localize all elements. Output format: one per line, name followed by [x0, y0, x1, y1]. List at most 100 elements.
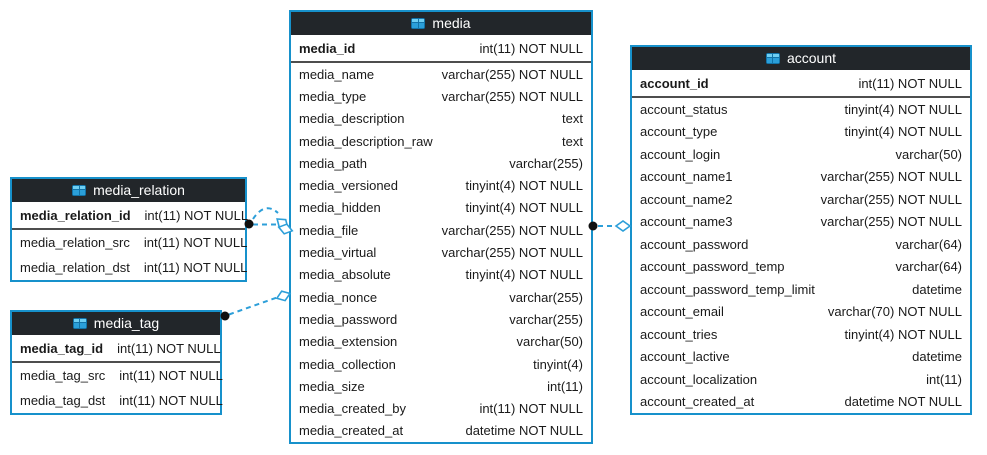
table-header[interactable]: account: [632, 47, 970, 70]
column-row: media_virtual varchar(255) NOT NULL: [291, 241, 591, 263]
column-row: media_description_raw text: [291, 130, 591, 152]
column-type: int(11) NOT NULL: [858, 75, 962, 91]
column-row: media_collection tinyint(4): [291, 353, 591, 375]
column-name: media_type: [299, 88, 367, 104]
connector-media_relation-media: [244, 207, 294, 235]
column-type: varchar(255) NOT NULL: [441, 88, 583, 104]
column-name: media_collection: [299, 356, 396, 372]
table-title: account: [786, 50, 837, 66]
column-name: account_type: [640, 124, 718, 140]
column-name: media_file: [299, 222, 359, 238]
column-row: account_lactive datetime: [632, 346, 970, 369]
column-type: tinyint(4) NOT NULL: [465, 267, 583, 283]
table-header[interactable]: media_tag: [12, 312, 220, 335]
column-name: media_relation_id: [20, 207, 131, 223]
connector-media-account: [588, 220, 632, 232]
table-media[interactable]: media media_id int(11) NOT NULL media_name…: [289, 10, 593, 445]
column-type: tinyint(4) NOT NULL: [465, 178, 583, 194]
column-row: media_versioned tinyint(4) NOT NULL: [291, 174, 591, 196]
column-row: account_password varchar(64): [632, 233, 970, 256]
column-name: media_tag_src: [20, 368, 106, 383]
column-type: varchar(255) NOT NULL: [820, 169, 962, 185]
column-name: media_hidden: [299, 200, 381, 216]
column-name: media_id: [299, 40, 356, 56]
column-row: account_name1 varchar(255) NOT NULL: [632, 166, 970, 189]
table-title: media_tag: [93, 315, 160, 331]
column-type: int(11) NOT NULL: [117, 340, 221, 356]
column-row: account_created_at datetime NOT NULL: [632, 391, 970, 414]
column-type: varchar(255) NOT NULL: [820, 214, 962, 230]
column-name: account_password: [640, 236, 749, 252]
column-name: media_absolute: [299, 267, 391, 283]
column-name: account_name1: [640, 169, 733, 185]
column-name: account_email: [640, 304, 724, 320]
column-row: account_tries tinyint(4) NOT NULL: [632, 323, 970, 346]
column-type: varchar(64): [895, 259, 962, 275]
column-name: account_tries: [640, 326, 718, 342]
column-name: media_name: [299, 66, 375, 82]
column-name: media_tag_dst: [20, 393, 106, 408]
column-type: int(11) NOT NULL: [119, 393, 223, 408]
column-type: datetime NOT NULL: [844, 394, 962, 410]
column-type: tinyint(4): [533, 356, 583, 372]
table-title: media: [432, 15, 471, 31]
column-type: int(11): [547, 378, 583, 394]
column-row-pk: account_id int(11) NOT NULL: [632, 70, 970, 98]
column-row: media_absolute tinyint(4) NOT NULL: [291, 264, 591, 286]
column-type: tinyint(4) NOT NULL: [844, 326, 962, 342]
column-name: account_lactive: [640, 349, 730, 365]
column-name: media_created_at: [299, 423, 404, 439]
column-type: varchar(255) NOT NULL: [441, 245, 583, 261]
column-name: media_relation_src: [20, 235, 130, 250]
column-type: int(11) NOT NULL: [479, 401, 583, 417]
column-row: media_hidden tinyint(4) NOT NULL: [291, 197, 591, 219]
column-name: media_password: [299, 311, 398, 327]
column-row: media_path varchar(255): [291, 152, 591, 174]
column-name: media_path: [299, 155, 367, 171]
column-type: text: [562, 111, 583, 127]
column-row-pk: media_relation_id int(11) NOT NULL: [12, 202, 248, 230]
column-type: varchar(70) NOT NULL: [827, 304, 962, 320]
column-type: varchar(64): [895, 236, 962, 252]
table-header[interactable]: media_relation: [12, 179, 245, 202]
column-name: media_versioned: [299, 178, 399, 194]
column-type: varchar(255): [509, 155, 583, 171]
column-type: varchar(50): [895, 146, 962, 162]
column-name: media_extension: [299, 334, 398, 350]
column-type: text: [562, 133, 583, 149]
table-media_relation[interactable]: media_relation media_relation_id int(11) …: [10, 177, 248, 282]
column-type: int(11) NOT NULL: [144, 207, 249, 223]
table-icon: [411, 18, 426, 29]
table-title: media_relation: [93, 182, 185, 198]
column-type: datetime: [912, 349, 962, 365]
column-row-pk: media_id int(11) NOT NULL: [291, 35, 591, 63]
column-name: account_status: [640, 101, 728, 117]
column-name: account_created_at: [640, 394, 755, 410]
column-name: media_description_raw: [299, 133, 433, 149]
column-type: datetime: [912, 281, 962, 297]
column-type: int(11) NOT NULL: [143, 235, 248, 250]
table-header[interactable]: media: [291, 12, 591, 35]
table-icon: [72, 318, 87, 329]
column-name: account_id: [640, 75, 709, 91]
column-name: media_nonce: [299, 289, 378, 305]
column-type: int(11) NOT NULL: [479, 40, 583, 56]
column-name: media_virtual: [299, 245, 377, 261]
column-type: tinyint(4) NOT NULL: [465, 200, 583, 216]
